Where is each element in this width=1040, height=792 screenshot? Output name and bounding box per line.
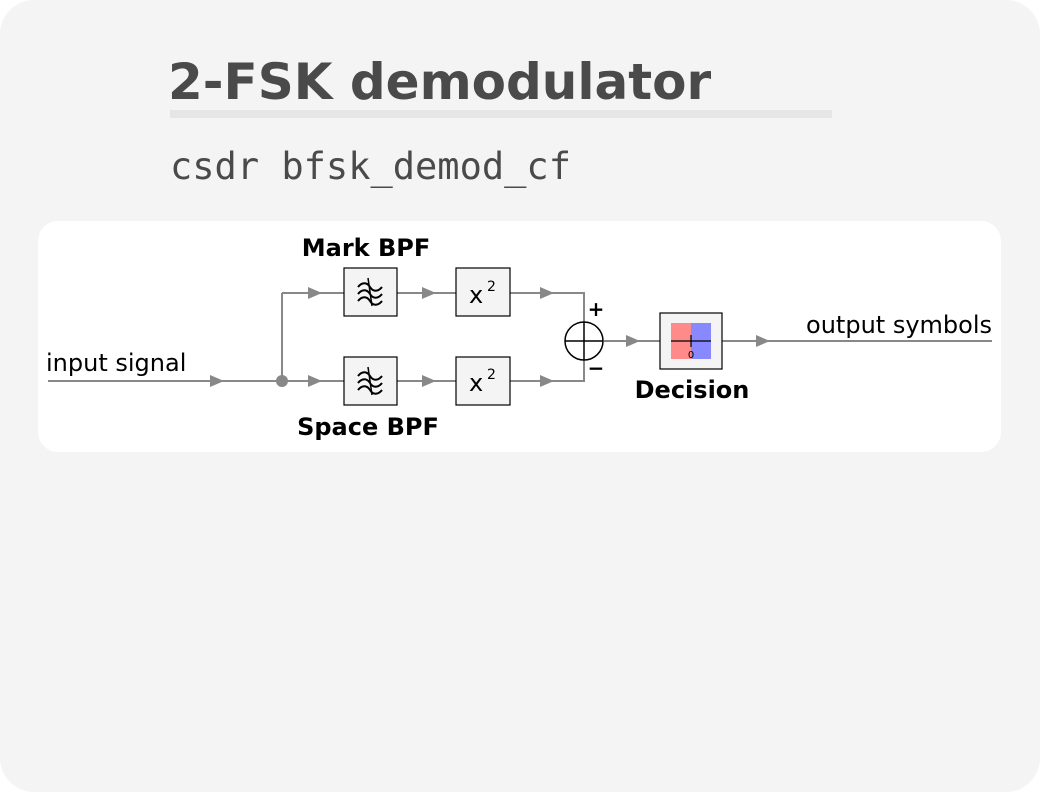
mark-arrow-2 xyxy=(422,287,436,299)
plus-sign: + xyxy=(588,297,605,321)
summing-junction xyxy=(564,321,604,361)
squarer-exponent: 2 xyxy=(487,279,496,295)
squarer-base: x xyxy=(469,281,483,309)
junction-dot xyxy=(276,375,288,387)
input-arrow xyxy=(210,375,224,387)
output-symbols-label: output symbols xyxy=(806,311,992,339)
decision-label: Decision xyxy=(635,376,750,404)
mark-arrow-3 xyxy=(540,287,554,299)
diagram-panel xyxy=(38,221,1001,452)
space-out-wire xyxy=(510,360,585,382)
mark-out-wire xyxy=(510,292,585,322)
mark-bpf-block xyxy=(343,267,398,317)
command-text: csdr bfsk_demod_cf xyxy=(170,145,571,188)
minus-sign: − xyxy=(588,356,605,380)
space-bpf-block xyxy=(343,356,398,406)
space-squarer-block: x 2 xyxy=(455,356,511,406)
space-bpf-label: Space BPF xyxy=(297,413,439,441)
squarer-base: x xyxy=(469,369,483,397)
decision-block: 0 xyxy=(659,312,723,370)
input-signal-label: input signal xyxy=(46,349,186,377)
mark-bpf-label: Mark BPF xyxy=(302,234,431,262)
mark-squarer-block: x 2 xyxy=(455,267,511,317)
arrowheads xyxy=(210,287,770,387)
space-arrow-1 xyxy=(308,375,322,387)
output-arrow xyxy=(756,335,770,347)
space-arrow-2 xyxy=(422,375,436,387)
decision-threshold: 0 xyxy=(688,350,694,361)
sum-arrow xyxy=(626,335,640,347)
page-title: 2-FSK demodulator xyxy=(168,53,712,111)
mark-arrow-1 xyxy=(308,287,322,299)
squarer-exponent: 2 xyxy=(487,367,496,383)
title-underline xyxy=(170,110,832,118)
space-arrow-3 xyxy=(540,375,554,387)
